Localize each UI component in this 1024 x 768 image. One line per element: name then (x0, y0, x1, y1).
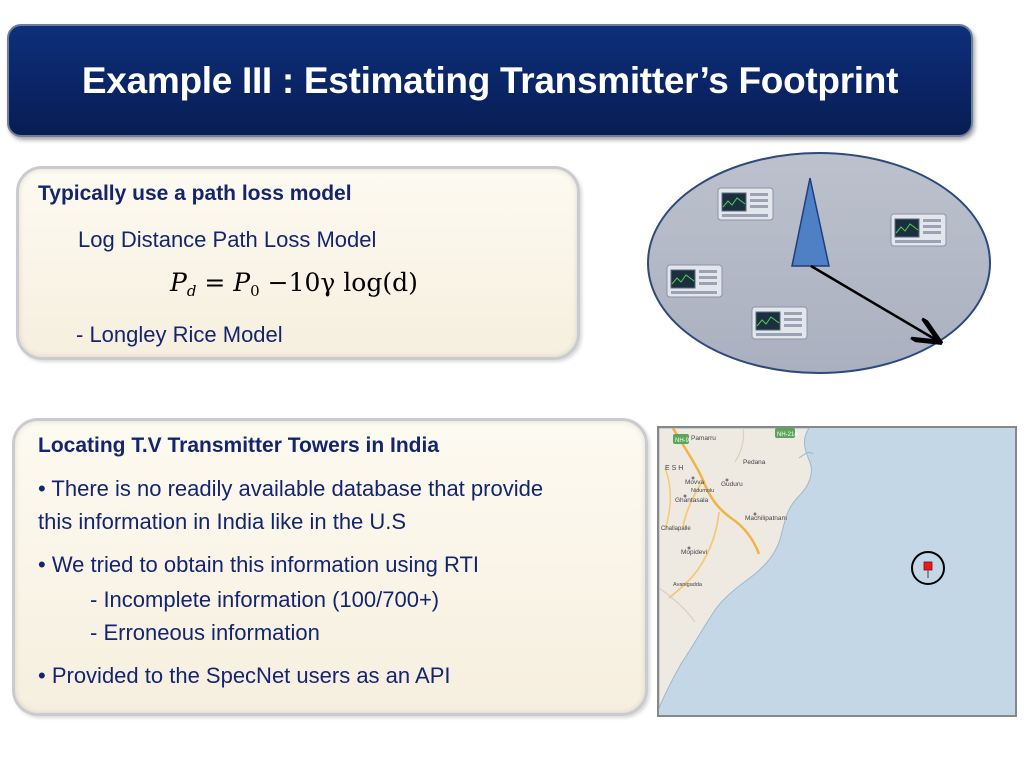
formula-lhs-var: P (170, 268, 187, 297)
map-label-ghantasala: Ghantasala (675, 497, 709, 504)
sub-erroneous-info: - Erroneous information (90, 620, 320, 645)
map-label-mopidevi: Mopidevi (681, 549, 707, 556)
bullet-no-database-line2: this information in India like in the U.… (38, 509, 407, 534)
coastal-map: NH-9 NH-214 Pamarru Pedana E S H Movva N… (657, 426, 1017, 717)
state-road (682, 479, 704, 529)
nh-shield (775, 428, 795, 438)
sub-incomplete-info: - Incomplete information (100/700+) (90, 587, 440, 612)
tower-icon (791, 177, 830, 267)
slide-title: Example III : Estimating Transmitter’s F… (81, 59, 899, 101)
spectrum-analyzer-icon (666, 264, 723, 298)
footprint-diagram (647, 152, 991, 374)
local-road (659, 587, 696, 623)
map-label-guduru: Guduru (721, 481, 743, 488)
map-label-pedana: Pedana (743, 459, 766, 466)
transmitter-marker-icon (923, 561, 933, 578)
log-distance-label: Log Distance Path Loss Model (78, 227, 377, 252)
map-label-esh: E S H (665, 465, 683, 472)
coastline-detail (798, 451, 814, 459)
india-towers-heading: Locating T.V Transmitter Towers in India (38, 434, 440, 457)
longley-rice-label: - Longley Rice Model (76, 322, 283, 347)
radius-arrow (810, 264, 938, 341)
spectrum-analyzer-icon (890, 213, 947, 247)
title-bar: Example III : Estimating Transmitter’s F… (7, 24, 973, 137)
path-loss-formula: Pd = P0 −10γ log(d) (170, 268, 418, 300)
formula-lhs-sub: d (186, 282, 197, 300)
path-loss-box (16, 166, 580, 360)
formula-rest: −10γ log(d) (267, 268, 418, 297)
map-label-movva: Movva (685, 479, 705, 486)
bullet-no-database-line1: • There is no readily available database… (38, 476, 544, 501)
map-label-machilipatnam: Machilipatnam (745, 515, 787, 522)
highway-road (671, 428, 761, 555)
spectrum-analyzer-icon (717, 187, 774, 221)
transmitter-location-circle (911, 551, 945, 585)
landmass (659, 428, 812, 709)
map-label-pamarru: Pamarru (691, 435, 716, 442)
formula-rhs-var: P (233, 268, 251, 297)
local-road (734, 428, 745, 463)
spectrum-analyzer-icon (751, 306, 808, 340)
path-loss-heading: Typically use a path loss model (38, 182, 352, 205)
formula-rhs-sub: 0 (250, 282, 260, 300)
shield-text: NH-214 (777, 432, 798, 438)
map-label-nidumolu: Nidumolu (691, 488, 714, 494)
nh-shield (673, 434, 689, 444)
bullet-specnet-api: • Provided to the SpecNet users as an AP… (38, 663, 451, 688)
bullet-rti: • We tried to obtain this information us… (38, 552, 479, 577)
local-road (664, 467, 672, 531)
shield-text: NH-9 (675, 438, 690, 444)
map-label-challapalle: Challapalle (661, 526, 691, 532)
india-towers-box (12, 418, 648, 716)
map-canvas: NH-9 NH-214 Pamarru Pedana E S H Movva N… (659, 428, 945, 709)
map-label-avanigadda: Avanigadda (673, 582, 703, 588)
formula-eq: = (204, 268, 226, 297)
state-road (668, 511, 720, 599)
